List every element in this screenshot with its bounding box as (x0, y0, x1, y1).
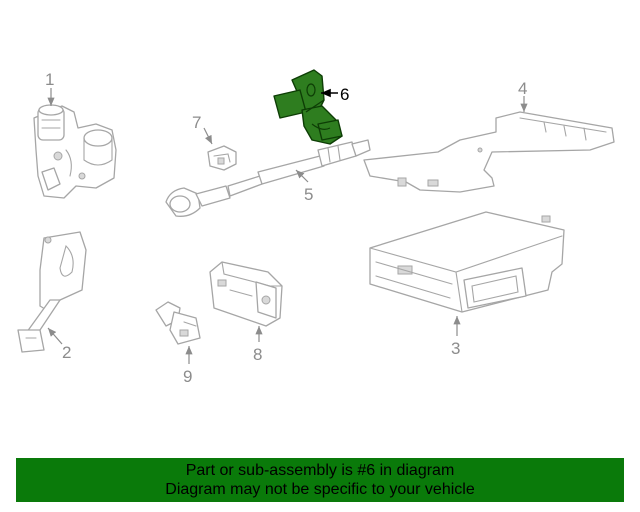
part-9-sensor-plug[interactable] (155, 301, 201, 345)
callout-number-highlighted: 6 (340, 85, 349, 104)
parts-diagram: 1 2 7 5 6 (17, 69, 615, 386)
part-8-switch[interactable] (209, 261, 283, 327)
part-4-mounting-plate[interactable] (363, 111, 615, 193)
callout-number: 3 (451, 339, 460, 358)
banner-line-2: Diagram may not be specific to your vehi… (165, 481, 475, 498)
callout-number: 9 (183, 367, 192, 386)
part-1-actuator[interactable] (33, 104, 117, 199)
part-7-clip[interactable] (207, 145, 237, 171)
part-3-control-module[interactable] (369, 211, 565, 313)
callout-number: 2 (62, 343, 71, 362)
callout-number: 1 (45, 70, 54, 89)
callout-number: 4 (518, 79, 527, 98)
callout-number: 5 (304, 185, 313, 204)
callout-number: 7 (192, 113, 201, 132)
part-2-bracket[interactable] (17, 231, 87, 353)
part-5-sensor-rod[interactable] (165, 139, 371, 217)
callout-number: 8 (253, 345, 262, 364)
info-banner: Part or sub-assembly is #6 in diagram Di… (16, 458, 624, 502)
banner-line-1: Part or sub-assembly is #6 in diagram (185, 462, 455, 479)
part-6-highlighted-bracket[interactable] (273, 69, 343, 145)
